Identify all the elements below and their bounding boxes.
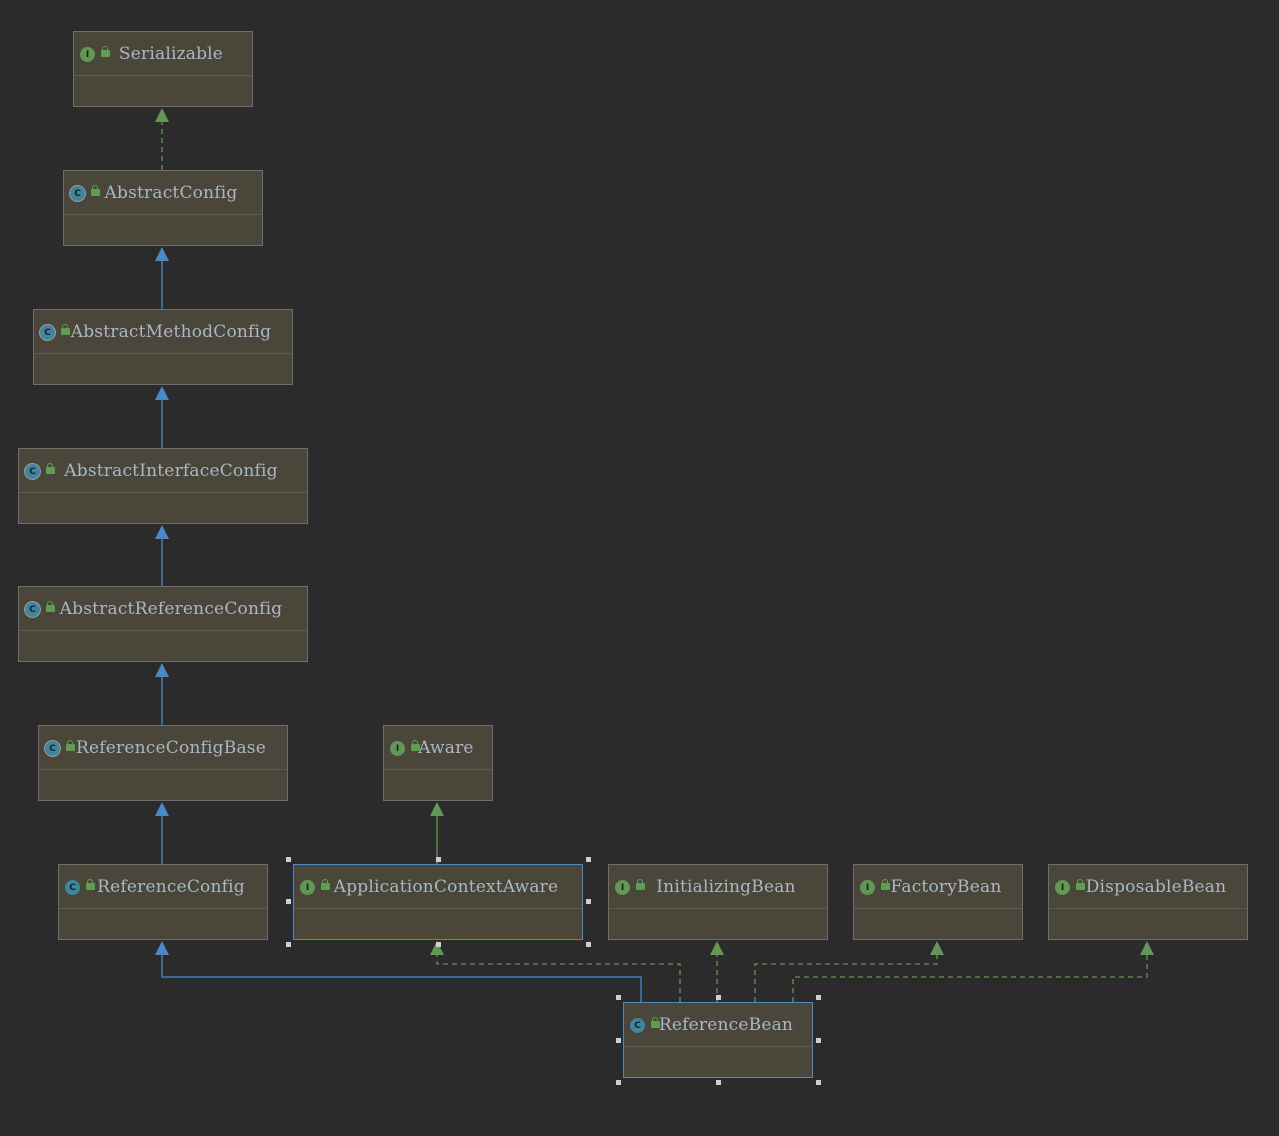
node-reference-config[interactable]: C ReferenceConfig <box>58 864 268 940</box>
edge-abstractinterfaceconfig-abstractmethodconfig-arrowhead <box>155 386 169 400</box>
edge-applicationcontextaware-aware-arrowhead <box>430 802 444 816</box>
public-access-icon <box>86 879 95 890</box>
interface-icon: I <box>860 880 875 895</box>
node-aware[interactable]: I Aware <box>383 725 493 801</box>
resize-handle[interactable] <box>436 942 441 947</box>
node-application-context-aware[interactable]: I ApplicationContextAware <box>293 864 583 940</box>
abstract-class-icon: C <box>40 325 55 340</box>
abstract-class-icon: C <box>45 741 60 756</box>
class-icon: C <box>630 1018 645 1033</box>
public-access-icon <box>636 879 645 890</box>
public-access-icon <box>411 740 420 751</box>
resize-handle[interactable] <box>816 995 821 1000</box>
class-icon: C <box>65 880 80 895</box>
node-name: ReferenceConfig <box>97 876 245 897</box>
interface-icon: I <box>80 47 95 62</box>
public-access-icon <box>1076 879 1085 890</box>
node-initializing-bean[interactable]: I InitializingBean <box>608 864 828 940</box>
node-name: FactoryBean <box>890 876 1002 897</box>
resize-handle[interactable] <box>816 1038 821 1043</box>
node-disposable-bean[interactable]: I DisposableBean <box>1048 864 1248 940</box>
abstract-class-icon: C <box>25 602 40 617</box>
node-reference-config-base[interactable]: C ReferenceConfigBase <box>38 725 288 801</box>
node-name: InitializingBean <box>656 876 796 897</box>
public-access-icon <box>91 185 100 196</box>
edge-referencebean-applicationcontextaware-arrowhead <box>430 941 444 955</box>
resize-handle[interactable] <box>586 942 591 947</box>
resize-handle[interactable] <box>286 857 291 862</box>
node-abstract-reference-config[interactable]: C AbstractReferenceConfig <box>18 586 308 662</box>
node-name: Aware <box>418 737 474 758</box>
edge-referencebean-referenceconfig-arrowhead <box>155 941 169 955</box>
edge-referencebean-factorybean[interactable] <box>754 955 938 1002</box>
node-abstract-interface-config[interactable]: C AbstractInterfaceConfig <box>18 448 308 524</box>
public-access-icon <box>321 879 330 890</box>
node-name: AbstractInterfaceConfig <box>64 460 278 481</box>
resize-handle[interactable] <box>616 1038 621 1043</box>
resize-handle[interactable] <box>286 942 291 947</box>
resize-handle[interactable] <box>286 899 291 904</box>
public-access-icon <box>46 463 55 474</box>
node-abstract-method-config[interactable]: C AbstractMethodConfig <box>33 309 293 385</box>
node-name: AbstractMethodConfig <box>70 321 272 342</box>
resize-handle[interactable] <box>586 899 591 904</box>
resize-handle[interactable] <box>616 1080 621 1085</box>
edge-abstractmethodconfig-abstractconfig-arrowhead <box>155 247 169 261</box>
edge-referenceconfig-referenceconfigbase-arrowhead <box>155 802 169 816</box>
node-abstract-config[interactable]: C AbstractConfig <box>63 170 263 246</box>
node-name: ReferenceConfigBase <box>76 737 266 758</box>
public-access-icon <box>881 879 890 890</box>
resize-handle[interactable] <box>436 857 441 862</box>
resize-handle[interactable] <box>716 1080 721 1085</box>
edge-referencebean-factorybean-arrowhead <box>930 941 944 955</box>
resize-handle[interactable] <box>716 995 721 1000</box>
abstract-class-icon: C <box>70 186 85 201</box>
public-access-icon <box>66 740 75 751</box>
node-reference-bean[interactable]: C ReferenceBean <box>623 1002 813 1078</box>
node-name: AbstractConfig <box>104 182 238 203</box>
public-access-icon <box>101 46 110 57</box>
public-access-icon <box>46 601 55 612</box>
node-serializable[interactable]: I Serializable <box>73 31 253 107</box>
node-name: DisposableBean <box>1085 876 1227 897</box>
resize-handle[interactable] <box>616 995 621 1000</box>
edge-referencebean-disposablebean[interactable] <box>792 955 1148 1002</box>
interface-icon: I <box>390 741 405 756</box>
node-name: ReferenceBean <box>658 1014 794 1035</box>
node-name: AbstractReferenceConfig <box>59 598 283 619</box>
node-name: ApplicationContextAware <box>333 876 559 897</box>
edge-abstractconfig-serializable-arrowhead <box>155 108 169 122</box>
edge-abstractreferenceconfig-abstractinterfaceconfig-arrowhead <box>155 525 169 539</box>
resize-handle[interactable] <box>586 857 591 862</box>
public-access-icon <box>61 324 70 335</box>
interface-icon: I <box>615 880 630 895</box>
interface-icon: I <box>300 880 315 895</box>
edge-referencebean-initializingbean-arrowhead <box>710 941 724 955</box>
interface-icon: I <box>1055 880 1070 895</box>
public-access-icon <box>651 1017 660 1028</box>
edge-referencebean-applicationcontextaware[interactable] <box>436 955 681 1002</box>
abstract-class-icon: C <box>25 464 40 479</box>
node-name: Serializable <box>118 43 224 64</box>
edge-referencebean-referenceconfig[interactable] <box>161 955 642 1002</box>
edge-referenceconfigbase-abstractreferenceconfig-arrowhead <box>155 663 169 677</box>
edge-referencebean-disposablebean-arrowhead <box>1140 941 1154 955</box>
node-factory-bean[interactable]: I FactoryBean <box>853 864 1023 940</box>
resize-handle[interactable] <box>816 1080 821 1085</box>
